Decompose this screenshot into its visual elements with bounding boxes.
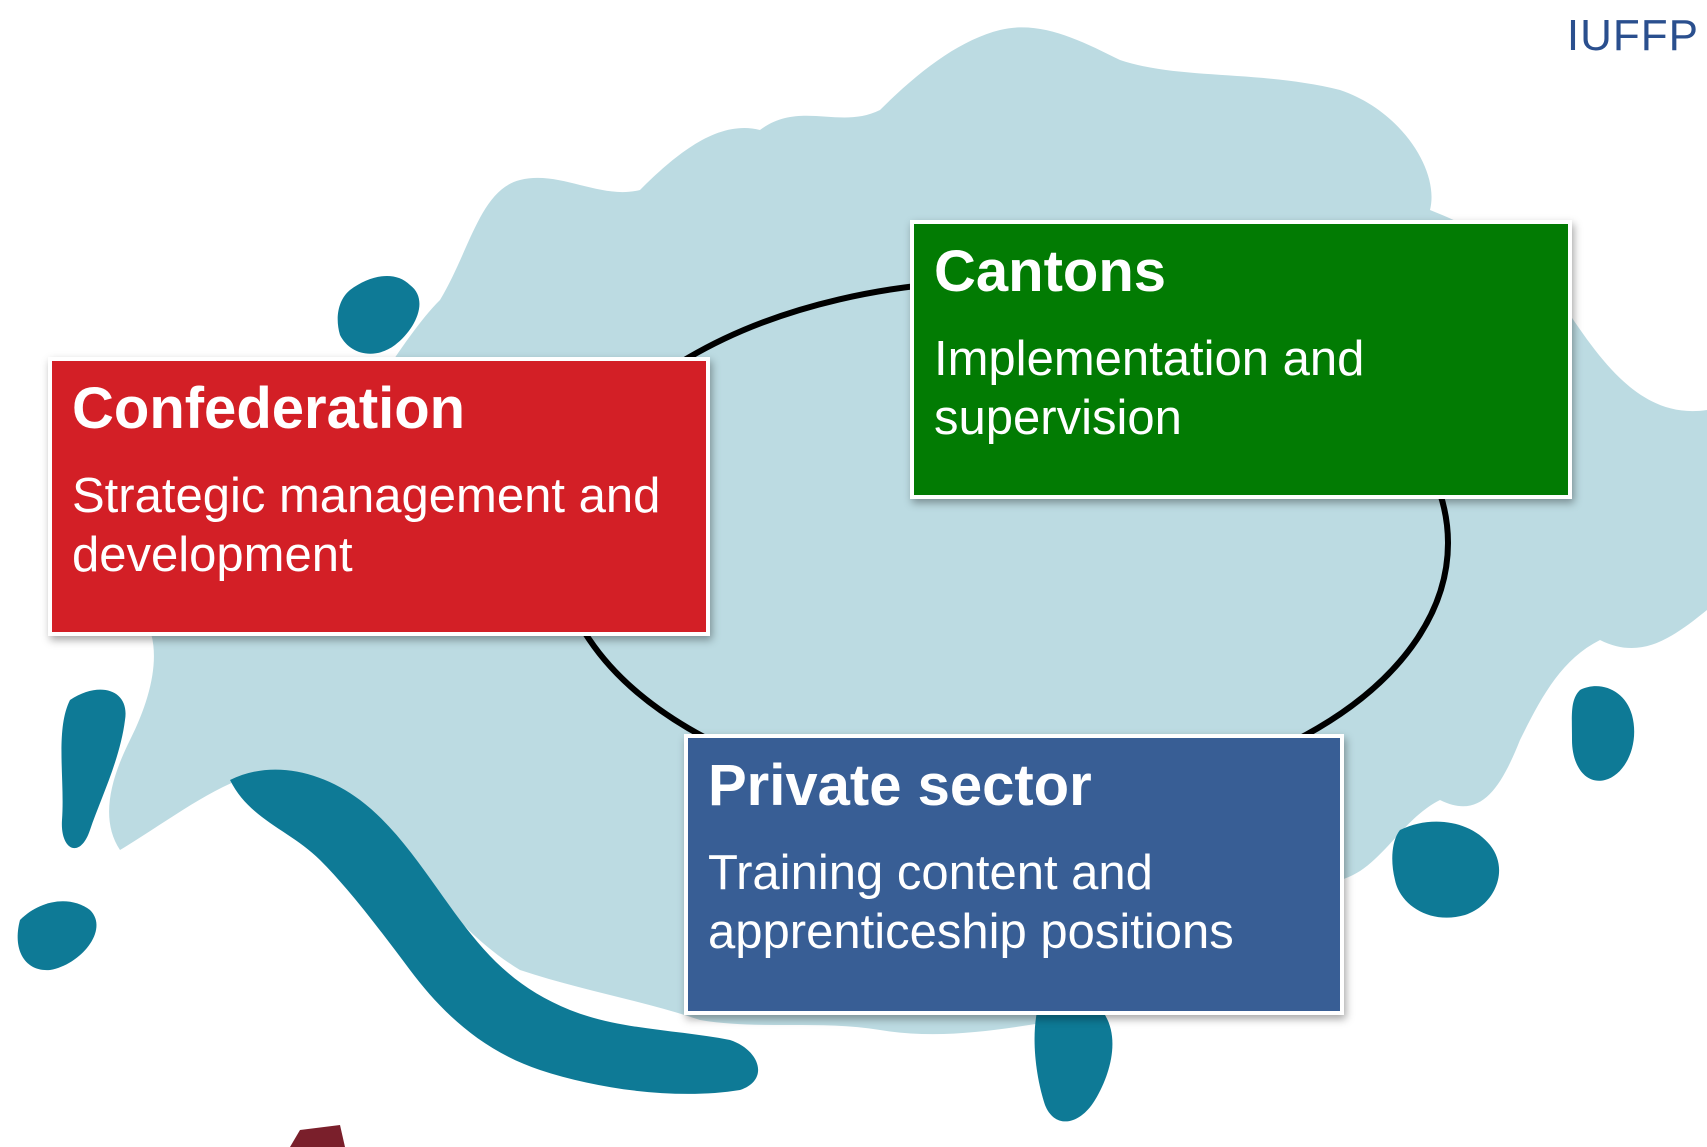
map-water-shape xyxy=(290,1125,345,1147)
iuffp-logo: IUFFP xyxy=(1566,11,1699,60)
cantons-box: Cantons Implementation and supervision xyxy=(910,220,1572,499)
map-water-shape xyxy=(1571,686,1635,781)
private-sector-title: Private sector xyxy=(708,753,1092,818)
map-water-shape xyxy=(61,689,126,849)
map-water-shape xyxy=(230,769,759,1094)
private-sector-description: Training content and apprenticeship posi… xyxy=(708,845,1234,959)
confederation-box: Confederation Strategic management and d… xyxy=(48,357,710,636)
map-water-shape xyxy=(17,901,97,971)
confederation-title: Confederation xyxy=(72,376,466,441)
cantons-title: Cantons xyxy=(934,239,1166,304)
cantons-description: Implementation and supervision xyxy=(934,331,1365,445)
private-sector-box: Private sector Training content and appr… xyxy=(684,734,1344,1015)
map-water-shape xyxy=(337,275,420,354)
confederation-description: Strategic management and development xyxy=(72,468,661,582)
map-water-shape xyxy=(1034,995,1113,1122)
map-water-shape xyxy=(1392,821,1500,918)
